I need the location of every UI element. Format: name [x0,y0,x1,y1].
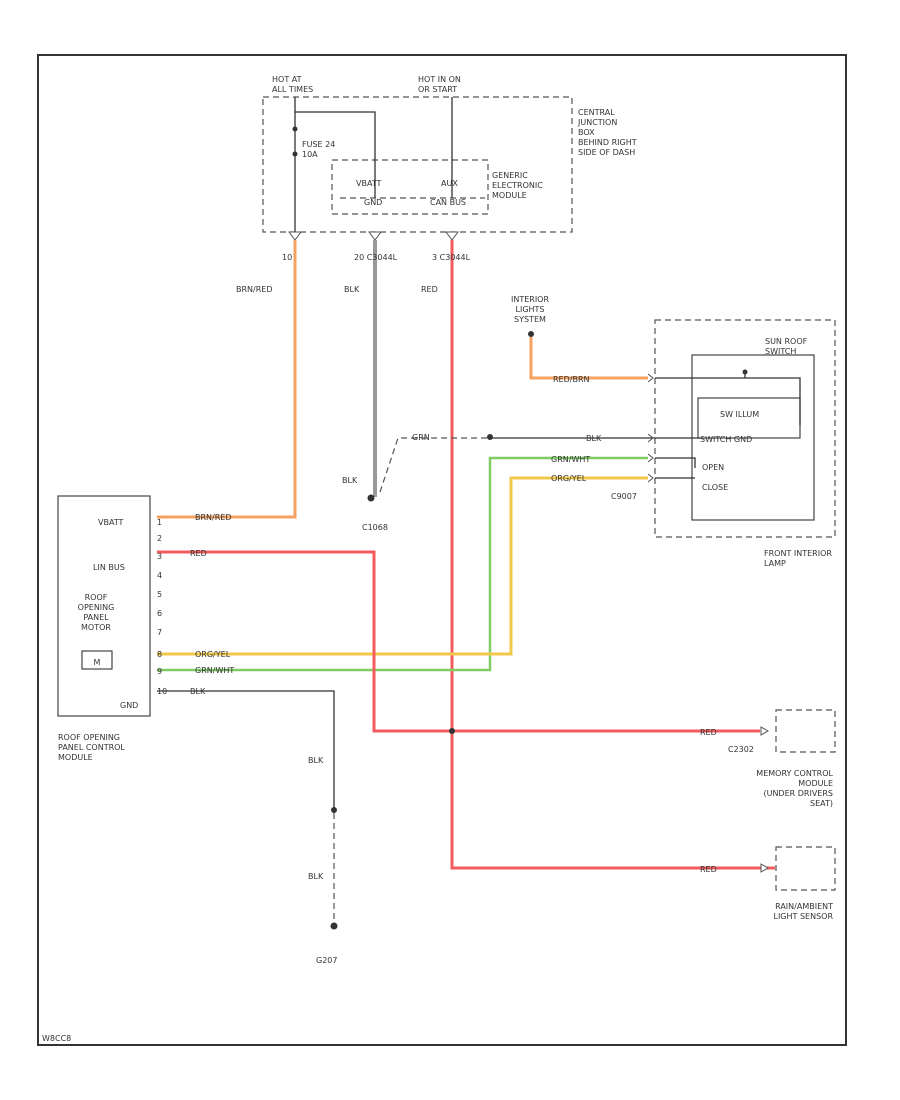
wire-red-lin-bus [157,550,760,733]
wire-red-aux [450,240,775,870]
label-module-pin-3: 3 [157,552,162,561]
label-module-gnd: GND [120,701,138,710]
label-module-pin-4: 4 [157,571,162,580]
pin-aux-terminal [445,231,459,241]
label-module-pin-2: 2 [157,534,162,543]
label-module-vbatt: VBATT [98,518,124,527]
fuse-node-top [292,126,298,132]
ground-splice-dot [331,807,337,813]
pin-vbatt-terminal [288,231,302,241]
label-sw-illum: SW ILLUM [720,410,759,419]
label-wire-blk-upper: BLK [586,434,602,443]
ground-g207-dot [330,922,338,930]
interior-lights-node [528,331,534,337]
label-connector-c2302: C2302 [728,745,754,754]
label-wire-red-memory: RED [700,728,717,737]
label-wire-blk-down1: BLK [308,756,324,765]
label-wire-module-org: ORG/YEL [195,650,231,659]
label-wire-grn-wht: GRN/WHT [551,455,590,464]
label-gem-gnd: GND [364,198,382,207]
label-pin-vbatt: 10 [282,253,292,262]
label-connector-c9007: C9007 [611,492,637,501]
lamp-connector-terminals [647,373,654,483]
label-blk-ground: BLK [342,476,358,485]
label-module-m: M [94,658,101,667]
roof-module-box [57,495,151,717]
wire-grn-wht [157,456,648,672]
splice-dot-upper [487,434,493,440]
label-footer-code: W8CC8 [42,1034,71,1043]
label-module-pin-5: 5 [157,590,162,599]
label-pin-aux: 3 C3044L [432,253,471,262]
label-ground-c1068: C1068 [362,523,388,532]
diagram-frame [37,54,847,1046]
label-open: OPEN [702,463,724,472]
label-wire-module-blk: BLK [190,687,206,696]
label-wire-interior: RED/BRN [553,375,590,384]
front-interior-lamp-outline [654,319,836,538]
label-ground-g207: G207 [316,956,337,965]
pin-gnd-terminal [368,231,382,241]
label-wire-blk-gem: BLK [344,285,360,294]
memory-module-outline [775,709,836,753]
label-module-pin-7: 7 [157,628,162,637]
label-switch-gnd: SWITCH GND [700,435,752,444]
ambient-sensor-outline [775,846,836,891]
ambient-connector-terminal [760,863,770,873]
label-module-lin-bus: LIN BUS [93,563,125,572]
label-wire-blk-down2: BLK [308,872,324,881]
ground-c1068-dot [367,494,375,502]
roof-motor-inner-box [81,650,113,670]
label-wire-module-grn: GRN/WHT [195,666,234,675]
label-module-pin-8: 8 [157,650,162,659]
wire-red-brn-interior [529,337,648,380]
sun-roof-switch-node [742,369,748,375]
label-wire-red-gem: RED [421,285,438,294]
wire-org-yel [157,476,648,656]
fuse-node-bottom [292,151,298,157]
label-pin-gnd: 20 C3044L [354,253,398,262]
label-close: CLOSE [702,483,728,492]
sun-roof-switch-wiring [655,372,801,479]
label-wire-red-ambient: RED [700,865,717,874]
label-wire-orange: BRN/RED [236,285,273,294]
label-wire-org-yel: ORG/YEL [551,474,587,483]
label-wire-module-vbatt: BRN/RED [195,513,232,522]
label-gem-can-bus: CAN BUS [430,198,466,207]
wire-blk-module-ground [157,690,335,810]
label-gem-aux: AUX [441,179,458,188]
junction-battery-feed [294,97,376,198]
label-module-pin-6: 6 [157,609,162,618]
label-wire-module-red: RED [190,549,207,558]
generic-electronic-module-outline [331,159,489,215]
memory-connector-terminal [760,726,770,736]
wire-brn-red-vbatt [157,240,297,519]
central-junction-box-outline [262,96,573,233]
label-gem-vbatt: VBATT [356,179,382,188]
label-module-pin-10: 10 [157,687,167,696]
label-module-pin-1: 1 [157,518,162,527]
splice-dot-lower [449,728,455,734]
label-wire-grn-upper: GRN [412,433,430,442]
wire-grn-dashed [379,437,490,493]
label-module-pin-9: 9 [157,667,162,676]
